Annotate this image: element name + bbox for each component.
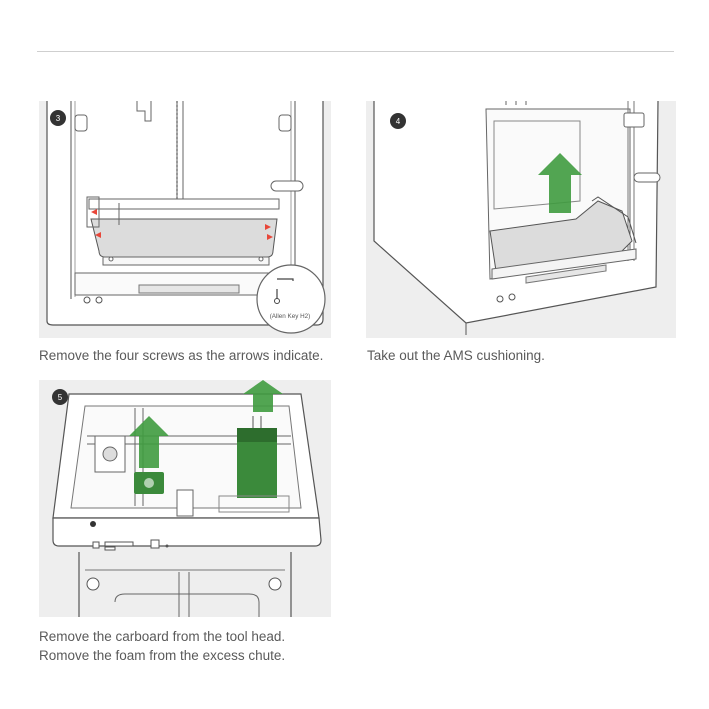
allen-key-callout	[256, 264, 326, 334]
screw-arrow-1	[91, 209, 97, 215]
header-divider	[37, 51, 674, 52]
step-3-badge	[50, 110, 66, 126]
printer-top-drawing: 5	[52, 380, 322, 617]
step-4-illustration: 4	[366, 101, 676, 338]
step-5-number: 5	[58, 393, 63, 402]
step-4-number: 4	[396, 117, 401, 126]
screw-arrow-2	[95, 232, 101, 238]
chute-arrow	[243, 380, 283, 412]
step-5-badge	[52, 389, 68, 405]
step-3-caption: Remove the four screws as the arrows ind…	[39, 348, 324, 363]
step-3-illustration: 3 (Allen Key H2)	[39, 101, 331, 338]
screw-arrow-4	[267, 234, 273, 240]
step-3-number: 3	[56, 114, 61, 123]
step-4-badge	[390, 113, 406, 129]
lift-arrow	[538, 153, 582, 213]
step-5-caption-line-2: Romove the foam from the excess chute.	[39, 648, 286, 663]
step-5-illustration: 5	[39, 380, 331, 617]
screw-arrow-3	[265, 224, 271, 230]
step-5-caption-line-1: Remove the carboard from the tool head.	[39, 629, 286, 644]
printer-base-drawing: 3 (Allen Key H2)	[39, 101, 331, 338]
toolhead-arrow	[129, 416, 169, 468]
step-4-caption: Take out the AMS cushioning.	[367, 348, 545, 363]
allen-key-label: (Allen Key H2)	[270, 313, 311, 320]
ams-cushion-drawing: 4	[373, 101, 661, 335]
step-5-caption: Remove the carboard from the tool head. …	[39, 627, 285, 665]
